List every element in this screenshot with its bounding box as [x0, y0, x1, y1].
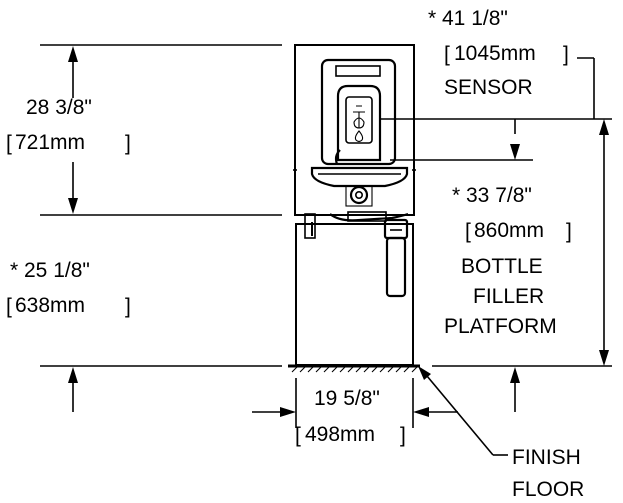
arrow-width-right: [413, 407, 429, 417]
platform-label-line-2: FILLER: [473, 285, 544, 308]
dimension-sensor: [510, 57, 595, 160]
width-bracket-left: [: [295, 424, 301, 447]
upper-height-bracket-left: [: [6, 132, 12, 155]
dimension-upper-height: [68, 46, 78, 214]
dimension-platform: [510, 119, 609, 412]
floor-hatching: [291, 365, 419, 373]
dimension-width: [252, 407, 458, 417]
sensor-icon: [353, 105, 365, 129]
lower-height-label: * 25 1/8": [10, 259, 90, 282]
drain-inner: [354, 191, 363, 200]
arrow-width-left: [280, 407, 296, 417]
display-slot: [335, 65, 381, 77]
arrow-platform-down: [599, 350, 609, 366]
platform-height-bracket-left: [: [465, 220, 471, 243]
extension-lines: [40, 44, 612, 428]
plumbing-line: [329, 212, 409, 222]
filter-cartridge: [385, 236, 407, 298]
side-lever: [334, 149, 341, 165]
dimension-lower-height: [68, 367, 78, 412]
bracket-slot: [311, 222, 313, 236]
lower-cabinet: [295, 223, 414, 366]
finish-floor-leader: [418, 366, 508, 456]
arrow-floor-right: [510, 367, 520, 383]
bottle-filler-unit: [293, 44, 416, 216]
finish-floor-label-1: FINISH: [512, 446, 581, 469]
sensor-height-bracket-left: [: [444, 43, 450, 66]
upper-height-bracket-right: ]: [125, 132, 131, 155]
platform-label-line-1: BOTTLE: [461, 255, 543, 278]
finish-floor-label-2: FLOOR: [512, 478, 584, 501]
drain-outer: [349, 185, 369, 205]
lower-height-bracket-left: [: [6, 295, 12, 318]
inner-panel: [320, 58, 397, 166]
valve-block: [347, 211, 387, 222]
platform-label-line-3: PLATFORM: [444, 315, 557, 338]
platform-height-bracket-right: ]: [566, 220, 572, 243]
sensor-label: SENSOR: [444, 76, 533, 99]
bottle-platform: [310, 166, 409, 188]
lower-height-mm: 638mm: [15, 294, 85, 317]
arrow-platform-up: [599, 119, 609, 135]
leader-arrowhead: [418, 366, 431, 380]
mounting-bracket: [304, 213, 316, 239]
width-label: 19 5/8": [314, 387, 380, 410]
sensor-height-label: * 41 1/8": [428, 7, 508, 30]
lower-height-bracket-right: ]: [125, 295, 131, 318]
upper-height-label: 28 3/8": [26, 96, 92, 119]
arrow-up-head: [68, 46, 78, 62]
width-bracket-right: ]: [400, 424, 406, 447]
platform-height-label: * 33 7/8": [452, 184, 532, 207]
sensor-height-bracket-right: ]: [563, 43, 569, 66]
sensor-window: [345, 96, 373, 144]
arrow-down-head: [68, 198, 78, 214]
upper-height-mm: 721mm: [15, 131, 85, 154]
platform-height-mm: 860mm: [474, 219, 544, 242]
nozzle-housing: [336, 84, 382, 162]
water-drop-icon: [354, 130, 364, 143]
sensor-height-mm: 1045mm: [454, 42, 536, 65]
arrow-floor-left: [68, 367, 78, 383]
drain-mount: [345, 185, 373, 207]
floor: [288, 364, 420, 373]
width-mm: 498mm: [305, 423, 375, 446]
lower-unit: [295, 211, 414, 366]
arrow-sensor: [510, 144, 520, 160]
